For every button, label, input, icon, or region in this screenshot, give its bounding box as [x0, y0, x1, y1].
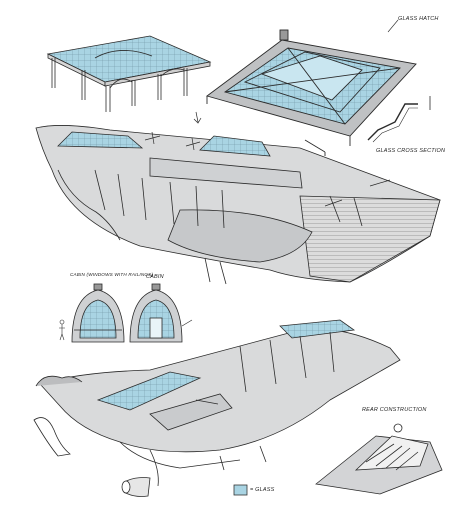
glass-hatch-pointer	[387, 19, 399, 33]
rear-construction-sketch	[315, 423, 443, 495]
glass-legend-swatch	[233, 484, 248, 496]
thruster-detail-sketch	[121, 477, 151, 497]
rear-construction-label: REAR CONSTRUCTION	[362, 407, 427, 413]
cabin-plain-label: CABIN	[146, 274, 164, 280]
cabin-windows-sketch	[71, 283, 125, 343]
glass-section-label: GLASS CROSS SECTION	[376, 148, 446, 154]
tail-fin-sketch	[33, 417, 71, 457]
human-scale-figure	[59, 319, 65, 341]
cabin-windows-label: CABIN (WINDOWS WITH RAILINGS)	[70, 272, 154, 277]
airship-side-view	[35, 125, 441, 285]
airship-perspective-view	[39, 319, 401, 487]
cabin-plain-sketch	[129, 283, 183, 343]
down-arrow-icon	[193, 111, 202, 124]
glass-cross-section-sketch	[367, 96, 431, 143]
cabin-arrow-icon	[181, 319, 193, 327]
glass-pavilion-sketch	[46, 35, 212, 112]
figurehead-sketch	[35, 375, 83, 387]
glass-hatch-label: GLASS HATCH	[398, 16, 439, 22]
glass-hatch-sketch	[205, 29, 417, 156]
glass-legend-label: = GLASS	[250, 487, 275, 493]
propellers-top	[144, 131, 391, 207]
